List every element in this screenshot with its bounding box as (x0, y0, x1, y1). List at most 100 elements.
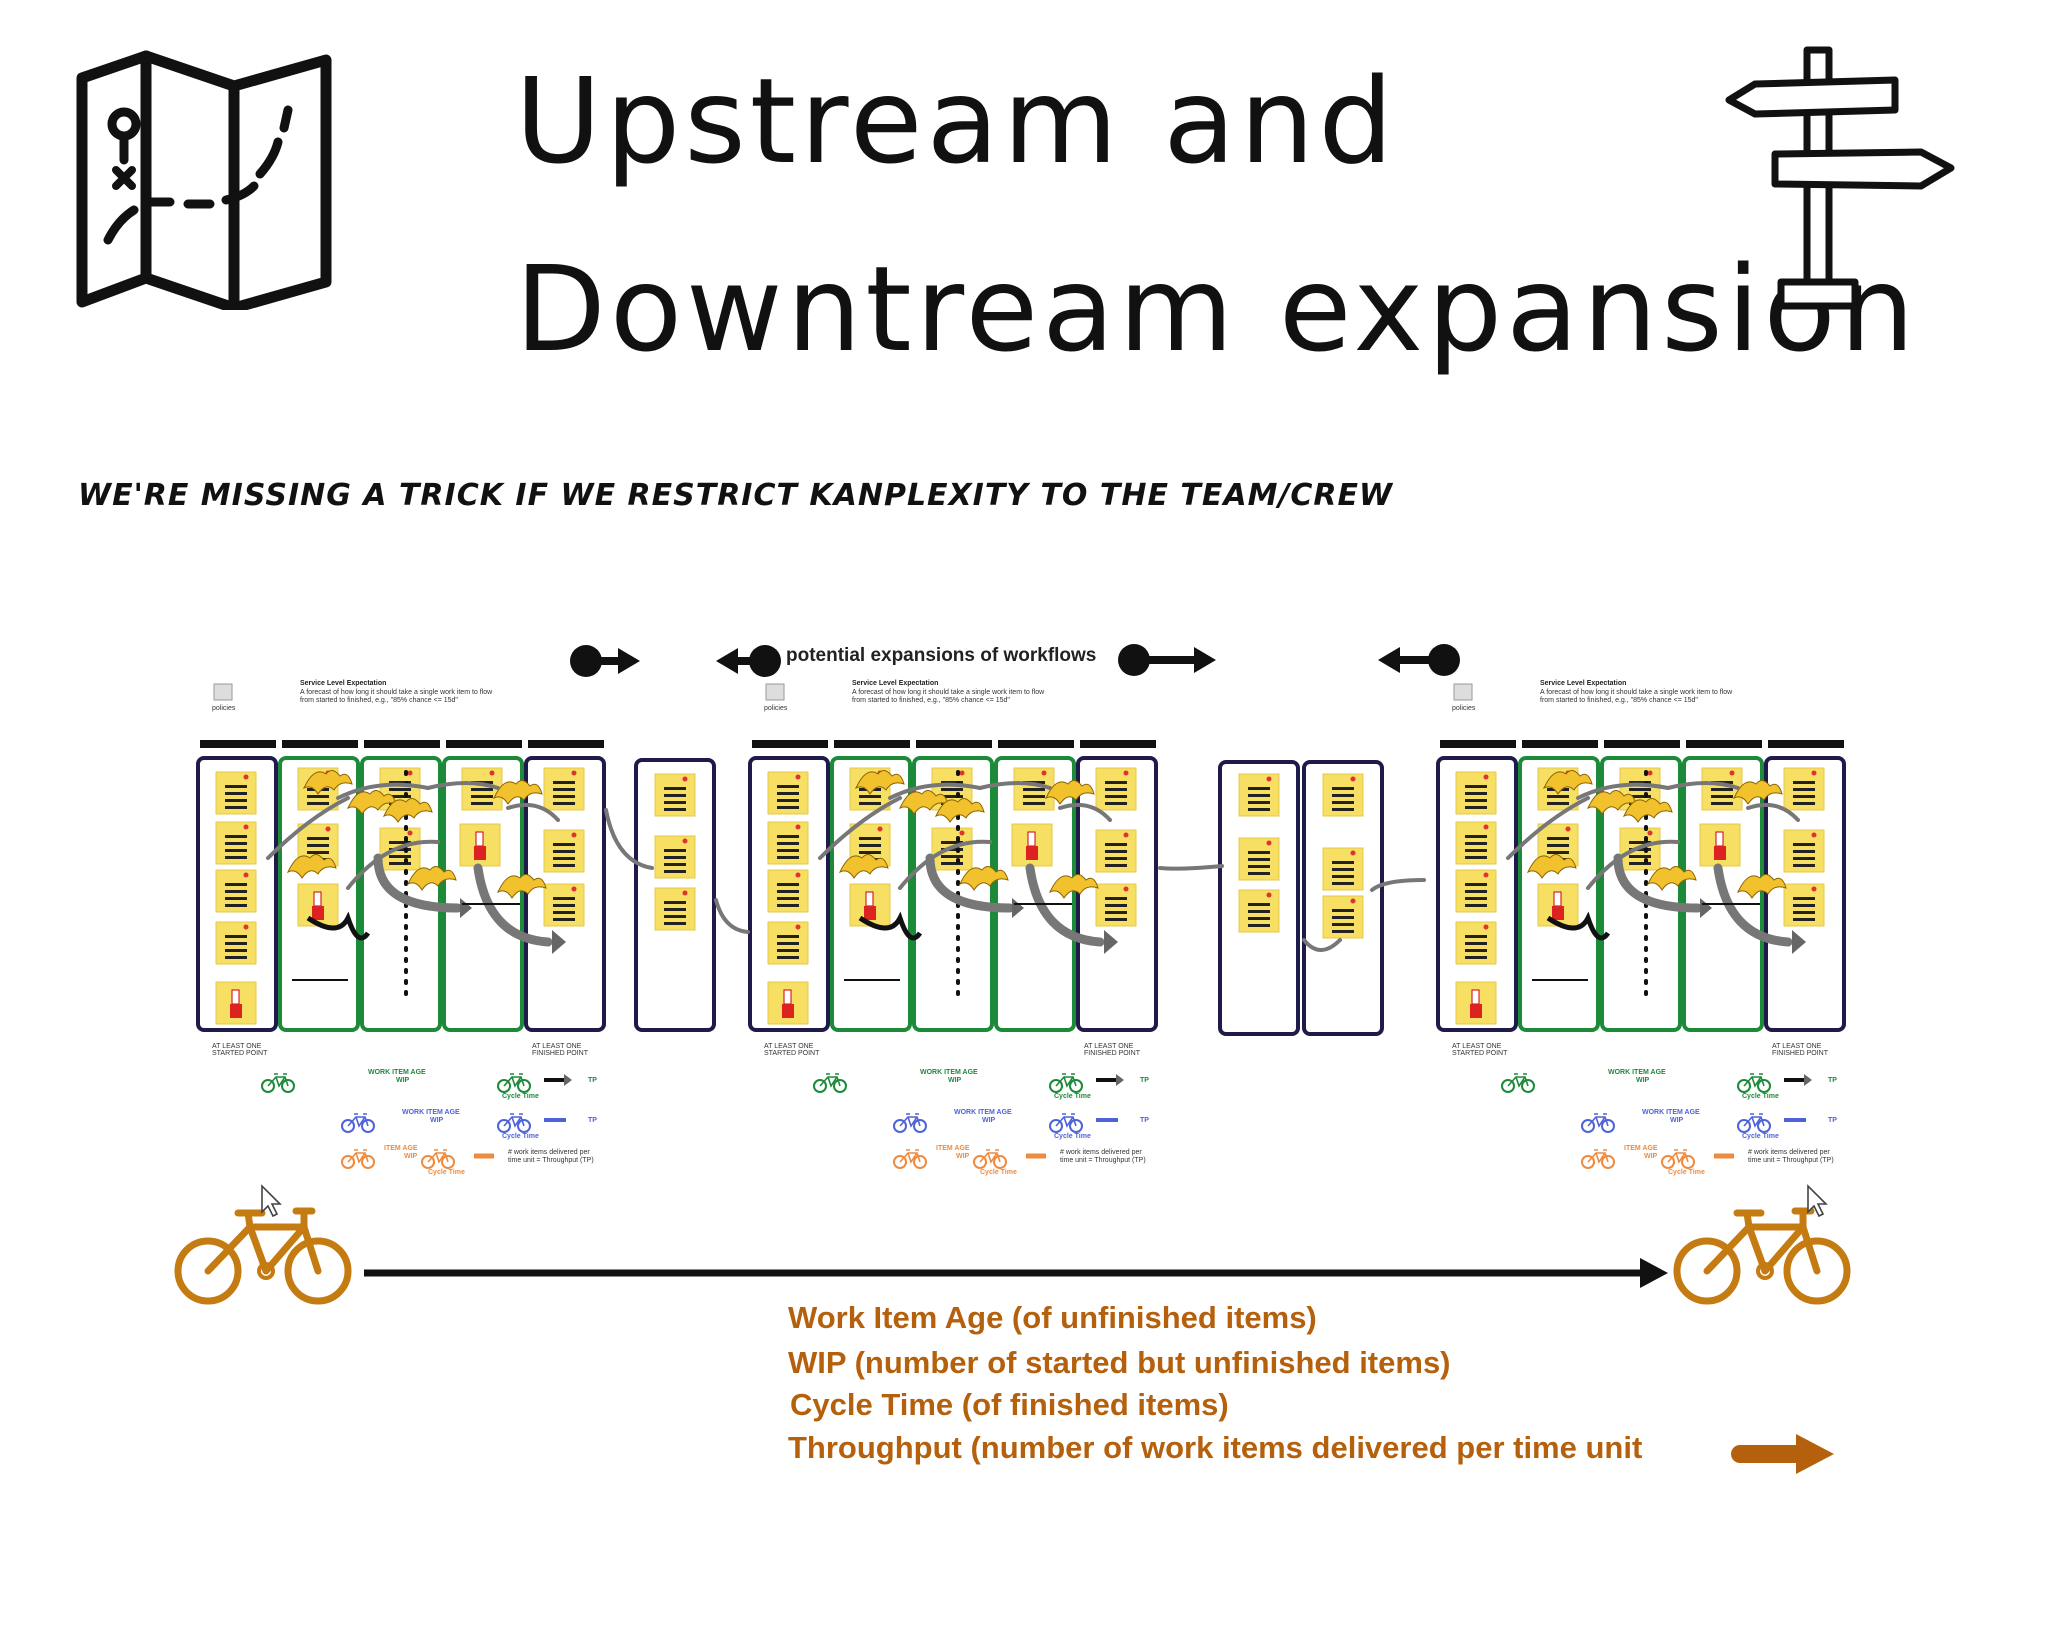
cycle-time-label: Cycle Time (502, 1133, 539, 1140)
policies-label: policies (212, 705, 236, 712)
sticky-note (767, 869, 809, 913)
banana-peel-icon (1733, 779, 1783, 805)
cycle-time-label: Cycle Time (1054, 1133, 1091, 1140)
cycle-time-label: Cycle Time (502, 1093, 539, 1100)
bicycle-icon (1581, 1113, 1615, 1133)
banana-peel-icon (935, 797, 985, 823)
flow-arrow (336, 782, 430, 800)
tp-label: TP (1140, 1077, 1149, 1084)
metric-work-item-age: Work Item Age (of unfinished items) (788, 1300, 1317, 1335)
bicycle-icon (1661, 1149, 1695, 1169)
arrow-head (1116, 1074, 1124, 1086)
bicycle-icon (1737, 1113, 1771, 1133)
wip-label: WIP (982, 1117, 996, 1124)
sticky-note (1455, 869, 1497, 913)
sticky-note (1095, 829, 1137, 873)
tp-label: TP (588, 1117, 597, 1124)
sticky-note (1322, 847, 1364, 891)
banana-peel-icon (347, 789, 397, 815)
item-age-label: ITEM AGE (1624, 1145, 1658, 1152)
board-column (360, 756, 442, 1032)
wip-label: WIP (396, 1077, 410, 1084)
arrow-right-icon (1118, 644, 1216, 676)
sticky-note (1537, 883, 1579, 927)
flow-arrow (1158, 864, 1224, 871)
banana-peel-icon (1737, 873, 1787, 899)
bicycle-icon (973, 1149, 1007, 1169)
board-column (1764, 756, 1846, 1032)
board-column (278, 756, 360, 1032)
sticky-note (1537, 823, 1579, 867)
cursor-icon (1807, 1184, 1828, 1218)
sticky-note (543, 883, 585, 927)
page-title-line-2: Downtream expansion (515, 240, 1919, 378)
start-point-label: AT LEAST ONE (1452, 1043, 1502, 1050)
bicycle-icon (893, 1149, 927, 1169)
sle-title: Service Level Expectation (300, 680, 386, 687)
sticky-note (1783, 883, 1825, 927)
bicycle-icon (1049, 1073, 1083, 1093)
expansion-label: potential expansions of workflows (786, 645, 1097, 666)
flow-arrow (1576, 782, 1670, 800)
work-item-age-label: WORK ITEM AGE (920, 1069, 978, 1076)
sticky-note (1238, 773, 1280, 817)
sticky-note (1095, 883, 1137, 927)
sticky-note (215, 771, 257, 815)
column-header (1768, 740, 1844, 748)
board-column (1600, 756, 1682, 1032)
flow-arrow (925, 853, 1015, 913)
signpost-icon (1725, 44, 1955, 314)
board-column (1682, 756, 1764, 1032)
cycle-time-label: Cycle Time (428, 1169, 465, 1176)
banana-peel-icon (1049, 873, 1099, 899)
flow-arrow (426, 781, 500, 790)
board-column (1436, 756, 1518, 1032)
finish-point-label: FINISHED POINT (532, 1050, 589, 1057)
banana-peel-icon (1045, 779, 1095, 805)
subtitle: WE'RE MISSING A TRICK IF WE RESTRICT KAN… (78, 478, 1394, 513)
tp-description: # work items delivered per (1748, 1149, 1830, 1156)
banana-peel-icon (959, 865, 1009, 891)
arrow-head (1104, 930, 1118, 954)
bicycle-icon (421, 1149, 455, 1169)
sticky-note (1095, 767, 1137, 811)
sticky-note (1322, 773, 1364, 817)
start-point-label: AT LEAST ONE (764, 1043, 814, 1050)
bicycle-icon (341, 1113, 375, 1133)
arrow-head (1804, 1074, 1812, 1086)
finish-point-label: FINISHED POINT (1772, 1050, 1829, 1057)
metric-cycle-time: Cycle Time (of finished items) (790, 1387, 1229, 1422)
column-header (1522, 740, 1598, 748)
sle-title: Service Level Expectation (1540, 680, 1626, 687)
sticky-note (215, 821, 257, 865)
flow-arrow (373, 853, 463, 913)
sticky-note (1701, 767, 1743, 811)
arrow-head (552, 930, 566, 954)
board-column (1518, 756, 1600, 1032)
flow-arrow (888, 782, 982, 800)
work-item-age-label: WORK ITEM AGE (1642, 1109, 1700, 1116)
work-item-age-label: WORK ITEM AGE (368, 1069, 426, 1076)
flow-arrow (714, 898, 750, 934)
flow-arrow (1586, 839, 1680, 890)
flow-arrow (473, 863, 553, 947)
flow-arrow (818, 796, 902, 860)
banana-peel-icon (303, 769, 353, 795)
flow-arrow (1506, 796, 1590, 860)
column-header (200, 740, 276, 748)
sticky-note (1322, 895, 1364, 939)
banana-peel-icon (1623, 797, 1673, 823)
column-header (1604, 740, 1680, 748)
sticky-note (1455, 771, 1497, 815)
banana-peel-icon (855, 769, 905, 795)
sticky-note (654, 887, 696, 931)
item-age-label: ITEM AGE (384, 1145, 418, 1152)
sle-body: A forecast of how long it should take a … (852, 689, 1045, 696)
board-column (912, 756, 994, 1032)
sticky-note (1455, 921, 1497, 965)
sticky-note (767, 821, 809, 865)
finish-point-label: AT LEAST ONE (532, 1043, 582, 1050)
